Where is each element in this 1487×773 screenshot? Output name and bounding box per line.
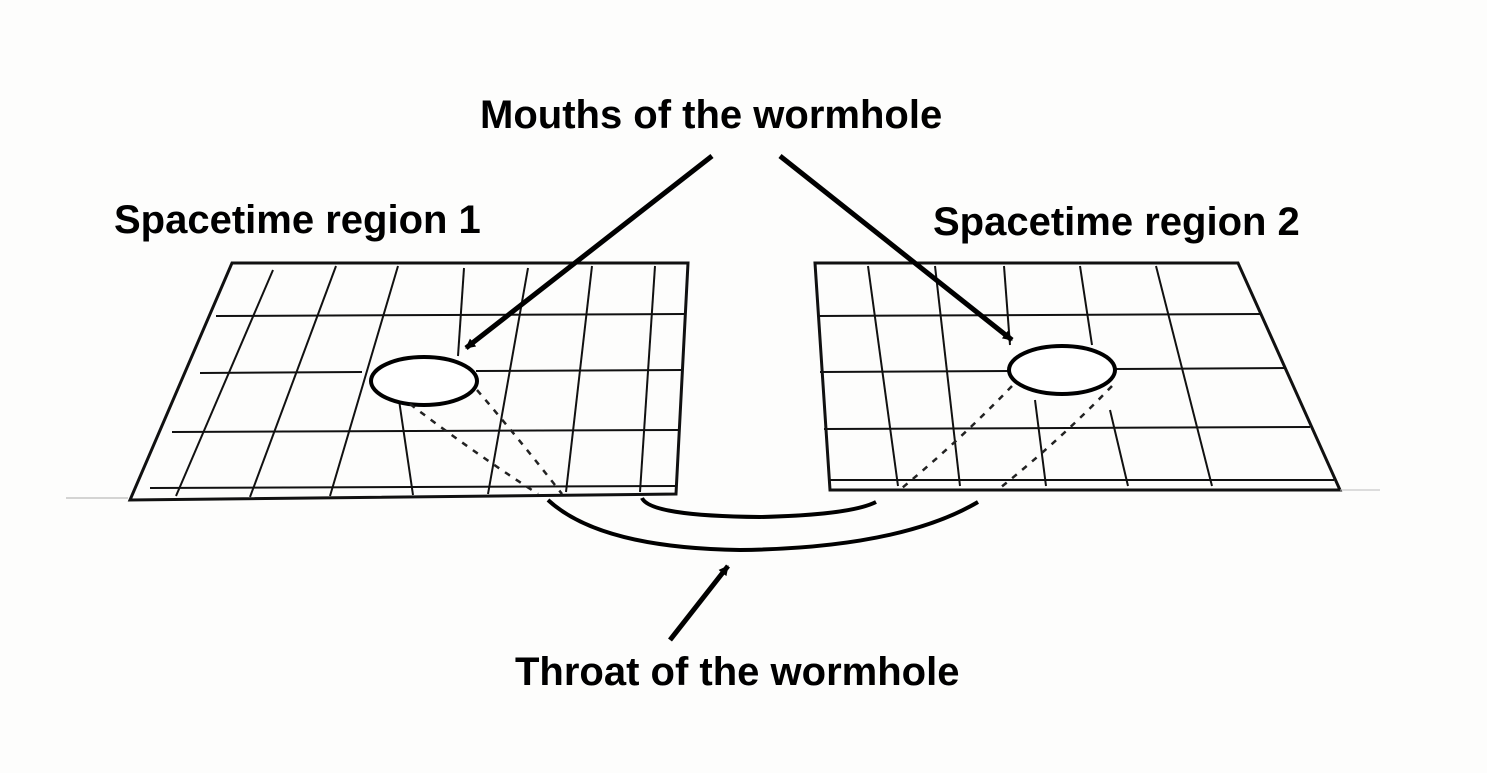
wormhole-throat <box>546 496 980 553</box>
arrow-to-mouth-1 <box>464 154 714 350</box>
sheet-1-outline <box>127 261 690 502</box>
arrow-to-throat <box>668 564 730 642</box>
arrow-to-mouth-2 <box>778 154 1014 342</box>
throat-inner-curve <box>640 496 877 520</box>
sheet-2-grid-horizontal <box>817 313 1334 481</box>
label-mouths-of-the-wormhole: Mouths of the wormhole <box>480 93 943 137</box>
throat-hidden-edges <box>409 385 1113 496</box>
wormhole-mouth-region-2 <box>1007 344 1117 396</box>
throat-outer-curve <box>546 498 980 553</box>
label-spacetime-region-2: Spacetime region 2 <box>933 200 1300 244</box>
wormhole-mouth-region-1 <box>369 355 479 407</box>
label-throat-of-the-wormhole: Throat of the wormhole <box>515 650 960 694</box>
label-spacetime-region-1: Spacetime region 1 <box>114 198 481 242</box>
